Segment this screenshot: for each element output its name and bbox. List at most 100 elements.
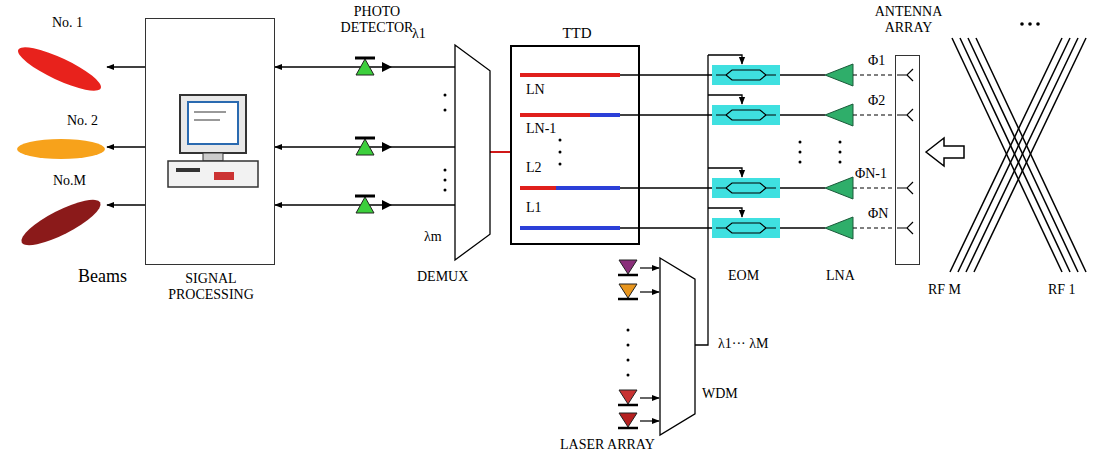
amplifier-symbol-part [825,64,853,86]
component-label: PHOTO DETECTOR [332,4,422,36]
incoming-rf-beams-part [950,38,1062,272]
node-label: No.M [53,173,86,189]
wires-part [708,95,742,104]
ellipsis-dots-part [444,179,447,182]
photodetector-symbol-part [356,197,374,213]
wires [620,55,825,345]
ellipsis-dots-part [799,151,802,154]
node-label: WDM [702,386,738,402]
laser-diode-part [618,274,638,277]
antenna-element-part [897,69,913,81]
delay-label: L2 [526,160,542,176]
wires-part [780,114,825,115]
laser-diode-part-part [640,397,659,398]
antenna-array-box: ANTENNA ARRAY [895,55,920,265]
laser-diode-part-part [640,267,659,268]
ellipsis-dots-part [839,151,842,154]
delay-lines-part [590,113,620,117]
ellipsis-dots-part [559,163,562,166]
wires-part [708,208,742,217]
laser-diode-part-part [640,291,659,292]
dashed-feed-part [853,74,895,75]
signal-arrow [107,204,145,205]
ellipse-outline [15,195,107,250]
computer-icon-part [194,111,226,113]
wires-part [708,168,742,177]
computer-icon-part [203,153,223,161]
modulator-symbol-part [712,65,780,85]
signal-label: RF 1 [1048,282,1076,298]
amplifier-symbol-part [825,217,853,239]
modulator-symbol-part-part [716,110,776,120]
delay-lines-part [520,186,556,190]
signal-arrow [107,66,145,67]
wires-part [620,114,712,115]
modulator-symbol [712,65,780,238]
ellipsis-dots-part [1020,22,1024,26]
ellipsis-dots-part [559,139,562,142]
photodetector-symbol-part [356,59,374,75]
incoming-rf-beams-part [974,38,1086,272]
modulator-symbol-part [712,218,780,238]
processor-box: SIGNAL PROCESSING [145,18,275,265]
wires-part [620,187,712,188]
ellipsis-dots-part [839,141,842,144]
beam-shape [16,192,105,253]
trapezoid-outline [455,45,490,260]
wavelength-label: λ1 [412,26,426,42]
delay-lines [520,75,620,228]
modulator-symbol-part-part [716,223,776,233]
beam-shape [17,139,105,159]
amplifier-symbol-part [825,104,853,126]
antenna-element-part [897,222,913,234]
wires-part [620,227,712,228]
modulator-symbol-part [712,105,780,125]
photodetector-symbol-part [355,57,375,60]
delay-label: LN [526,82,545,98]
ellipsis-dots-part [444,189,447,192]
laser-diode-part [619,284,637,298]
dashed-feed-part [853,187,895,188]
ellipsis-dots-part [444,169,447,172]
phase-label: Φ1 [868,53,885,69]
component-label: EOM [728,268,759,284]
photodetector-symbol-part [356,139,374,155]
wires-part [780,227,825,228]
dashed-feed-part [853,227,895,228]
delay-lines-part [520,226,620,230]
wires-part [780,74,825,75]
computer-icon-part [188,102,238,144]
photodetector-symbol-part [355,137,375,140]
signal-label: RF M [928,282,961,298]
laser-diode-part [619,390,637,404]
node-label: DEMUX [417,269,468,285]
delay-label: LN-1 [526,121,556,137]
component-label: LNA [826,268,855,284]
ellipsis-dots-part [627,374,630,377]
photodetector-symbol [355,58,392,213]
ellipsis-dots-part [627,359,630,362]
antenna-element-part [897,109,913,121]
wavelength-label: λ1··· λM [718,336,769,352]
modulator-symbol-part [716,70,776,233]
ellipsis-dots-part [1028,22,1032,26]
dashed-feed [853,75,895,228]
node-label: ANTENNA ARRAY [856,4,961,36]
ellipse-outline [15,138,107,160]
ellipsis-dots-part [627,344,630,347]
ellipsis-dots-part [444,94,447,97]
laser-diode-part [618,404,638,407]
incoming-rf-beams [950,38,1086,272]
modulator-symbol-part [712,178,780,198]
wdm-trapezoid: WDM [660,258,695,435]
laser-diode-part [619,413,637,427]
trapezoid-outline [660,258,695,435]
beam-ellipse: No.M [15,195,107,250]
demux-trapezoid: DEMUX [455,45,490,260]
incoming-rf-beams-part [966,38,1078,272]
incidence-arrow [926,138,964,166]
laser-diode-part [618,427,638,430]
incoming-rf-beams-part [958,38,1070,272]
amplifier-symbol [825,64,853,239]
